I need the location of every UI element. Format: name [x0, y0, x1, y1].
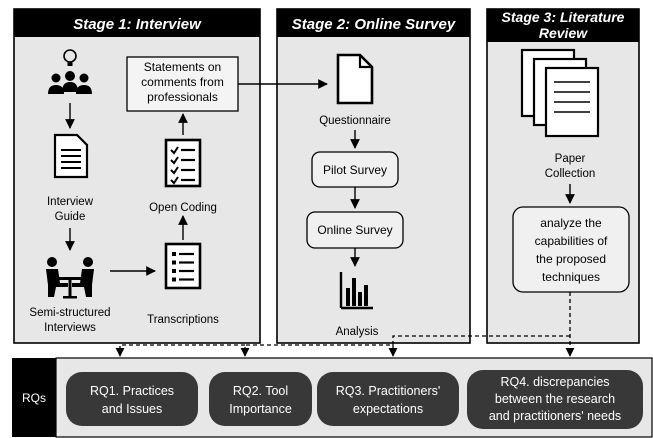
stage3-title-line2: Review	[539, 25, 588, 41]
rq2-line-1: RQ2. Tool	[233, 384, 288, 398]
statements-line-2: comments from	[141, 75, 224, 89]
analyze-line-3: the proposed	[536, 252, 606, 266]
list-icon	[164, 242, 202, 290]
analyze-box: analyze the capabilities of the proposed…	[512, 206, 630, 293]
lightbulb-people-icon	[48, 49, 92, 94]
document-icon	[53, 133, 89, 179]
analyze-line-1: analyze the	[540, 216, 602, 230]
rq3-pill: RQ3. Practitioners' expectations	[317, 372, 459, 426]
pilot-survey-box: Pilot Survey	[311, 151, 399, 188]
online-survey-box: Online Survey	[306, 211, 404, 249]
paper-collection-label-1: Paper	[555, 153, 586, 165]
stage3-title-line1: Stage 3: Literature	[502, 9, 625, 25]
open-coding-label: Open Coding	[149, 202, 217, 214]
rq3-line-2: expectations	[353, 402, 423, 416]
rq1-pill: RQ1. Practices and Issues	[66, 372, 198, 426]
stage3-header	[487, 9, 639, 42]
interview-guide-label-2: Guide	[55, 211, 86, 223]
dashed-connectors	[115, 292, 575, 357]
rq4-line-2: between the research	[495, 392, 615, 406]
statements-line-3: professionals	[147, 90, 218, 104]
rq4-line-1: RQ4. discrepancies	[500, 375, 609, 389]
meeting-icon	[46, 257, 94, 299]
stage2-panel: Stage 2: Online Survey	[276, 8, 471, 344]
rq4-pill: RQ4. discrepancies between the research …	[467, 370, 643, 429]
rq3-line-1: RQ3. Practitioners'	[336, 384, 441, 398]
interview-guide-label-1: Interview	[47, 196, 94, 208]
papers-icon	[520, 48, 600, 138]
rq2-line-2: Importance	[229, 402, 292, 416]
analysis-label: Analysis	[336, 326, 379, 338]
rq1-line-2: and Issues	[102, 402, 162, 416]
rq1-line-1: RQ1. Practices	[90, 384, 174, 398]
checklist-icon	[164, 138, 202, 188]
bar-chart-icon	[339, 272, 373, 310]
questionnaire-icon	[336, 53, 374, 105]
semi-structured-label-2: Interviews	[44, 322, 96, 334]
questionnaire-label: Questionnaire	[319, 115, 391, 127]
rqs-label: RQs	[22, 391, 46, 405]
stage1-header	[14, 9, 260, 37]
online-survey-label: Online Survey	[317, 223, 392, 237]
analyze-line-2: capabilities of	[535, 234, 608, 248]
statements-line-1: Statements on	[144, 60, 221, 74]
statements-box: Statements on comments from professional…	[126, 56, 239, 112]
paper-collection-label-2: Collection	[545, 168, 596, 180]
semi-structured-label-1: Semi-structured	[29, 307, 110, 319]
rq2-pill: RQ2. Tool Importance	[209, 372, 312, 426]
transcriptions-label: Transcriptions	[147, 314, 219, 326]
rq4-line-3: and practitioners' needs	[489, 409, 621, 423]
analyze-line-4: techniques	[542, 270, 600, 284]
rqs-side-label-box	[12, 358, 56, 437]
pilot-survey-label: Pilot Survey	[323, 163, 387, 177]
stage2-title: Stage 2: Online Survey	[292, 16, 456, 33]
stage2-header	[277, 9, 470, 37]
stage1-title: Stage 1: Interview	[73, 16, 202, 33]
